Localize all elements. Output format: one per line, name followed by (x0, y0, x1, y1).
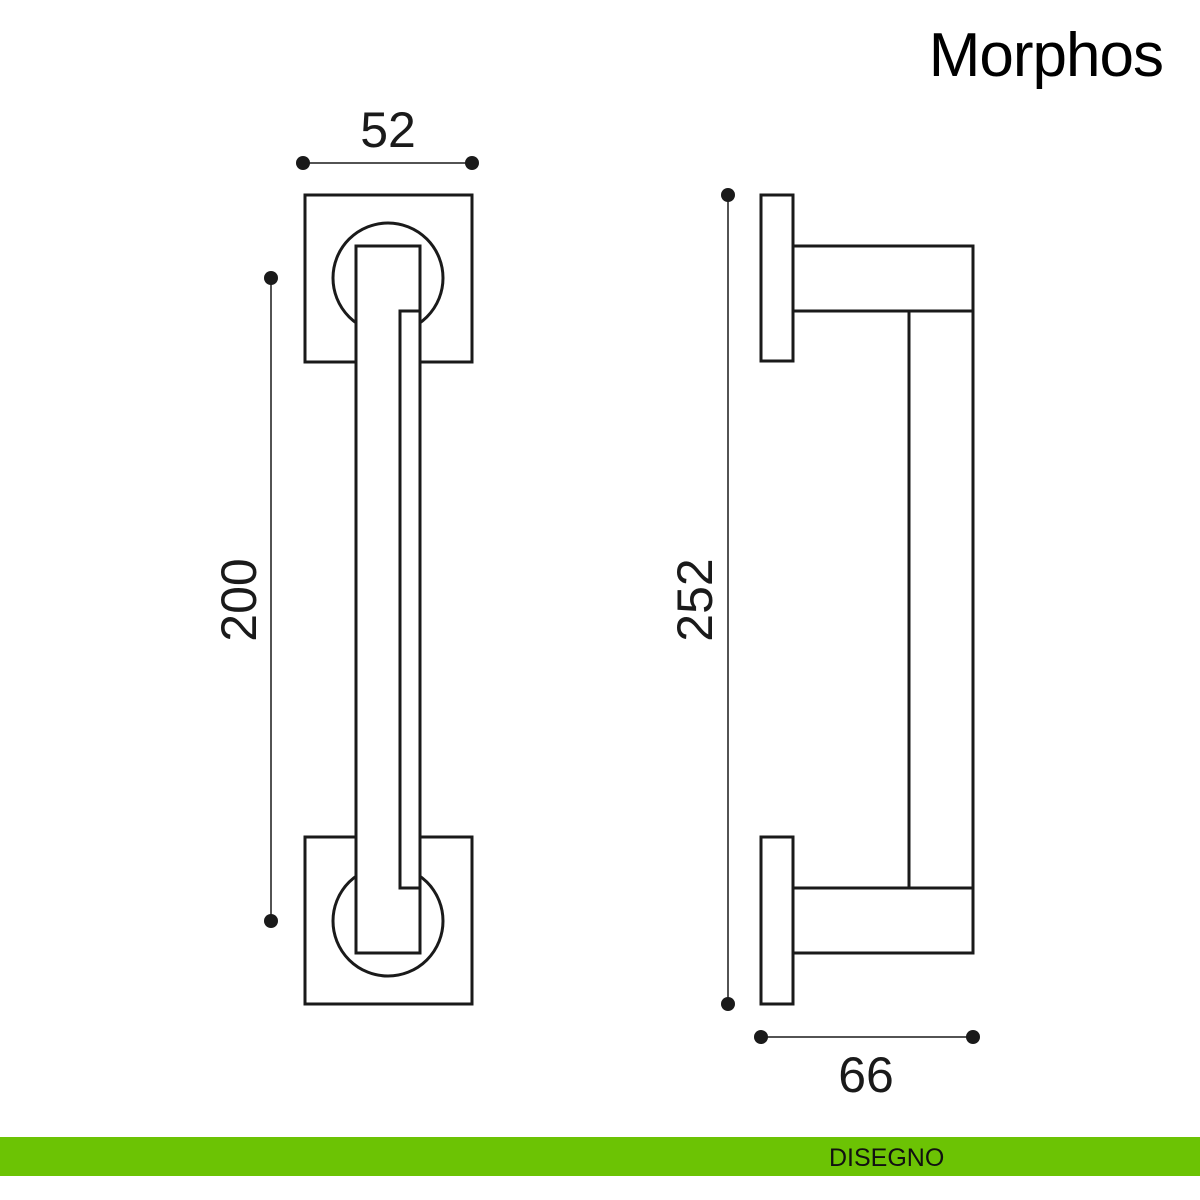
dimension-252: 252 (667, 558, 723, 641)
grip-bar (907, 309, 975, 890)
bottom-arm (791, 886, 975, 955)
bottom-plate-side (759, 835, 795, 1006)
footer-label: DISEGNO (829, 1144, 945, 1172)
dimension-52: 52 (360, 102, 416, 158)
top-plate-side (759, 193, 795, 363)
dimension-200: 200 (211, 558, 267, 641)
side-view (759, 193, 975, 1006)
footer-bar: DISEGNO (0, 1137, 1200, 1176)
dimension-lines (264, 156, 980, 1044)
product-title: Morphos (928, 21, 1164, 90)
dimension-66: 66 (838, 1047, 894, 1103)
handle-inner-bar (398, 309, 422, 890)
front-view (303, 193, 474, 1006)
top-arm (791, 244, 975, 313)
